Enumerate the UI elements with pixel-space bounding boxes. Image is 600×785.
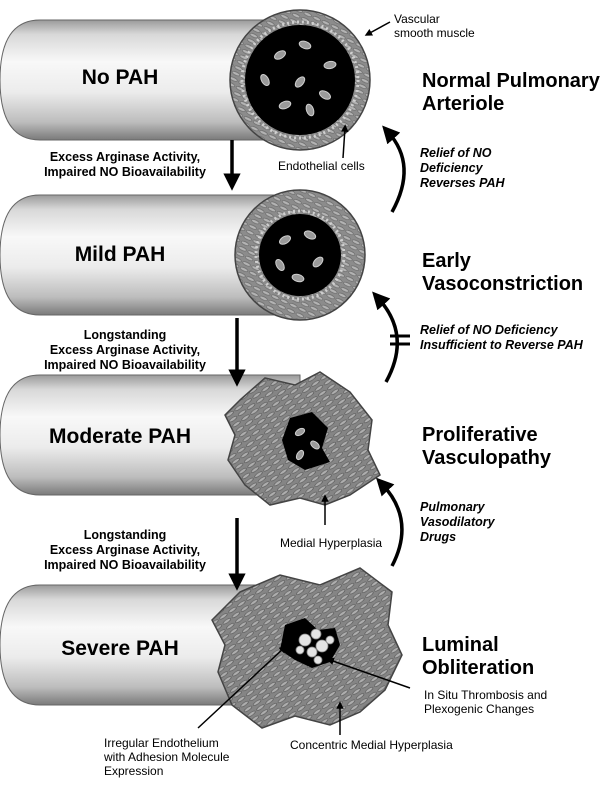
reversal-arrow-3 xyxy=(375,477,404,567)
annotation-irregular-endothelium: Irregular Endothelium with Adhesion Mole… xyxy=(104,736,230,778)
annotation-medial-hyperplasia: Medial Hyperplasia xyxy=(280,536,383,550)
endothelium-ring xyxy=(240,20,360,140)
stage-name-severe-pah: Severe PAH xyxy=(61,637,179,660)
stage-mild-pah xyxy=(0,189,366,321)
reversal-arrow-1 xyxy=(382,125,406,213)
vessel-tube xyxy=(0,374,301,496)
stage-severe-pah xyxy=(0,567,403,729)
stage-moderate-pah xyxy=(0,371,381,506)
reversal-arrow-2 xyxy=(372,291,399,383)
annotation-vascular-smooth-muscle: Vascular smooth muscle xyxy=(394,12,475,40)
reversal-label-2: Relief of NO Deficiency Insufficient to … xyxy=(420,323,583,352)
red-blood-cells xyxy=(294,427,320,461)
reversal-arrows xyxy=(372,125,410,567)
stage-description-normal: Normal Pulmonary Arteriole xyxy=(422,70,600,115)
stage-description-early: Early Vasoconstriction xyxy=(422,250,584,295)
endothelium-ring xyxy=(254,209,346,301)
vessel-tube xyxy=(0,19,301,141)
stage-name-moderate-pah: Moderate PAH xyxy=(49,425,191,448)
progression-arrows xyxy=(223,140,246,591)
annotation-endothelial-cells: Endothelial cells xyxy=(278,159,365,173)
pointer-vascular-smooth-muscle xyxy=(364,21,391,36)
transition-cause-3: Longstanding Excess Arginase Activity, I… xyxy=(44,528,206,572)
pointer-in-situ-thrombosis xyxy=(326,657,411,689)
pointer-irregular-endothelium xyxy=(197,645,287,729)
stage-no-pah xyxy=(0,9,371,151)
stage-name-no-pah: No PAH xyxy=(81,66,159,89)
annotation-in-situ-thrombosis: In Situ Thrombosis and Plexogenic Change… xyxy=(424,688,548,716)
red-blood-cells xyxy=(260,40,337,117)
reversal-label-1: Relief of NO Deficiency Reverses PAH xyxy=(420,146,505,190)
reversal-label-3: Pulmonary Vasodilatory Drugs xyxy=(420,500,495,544)
thrombus xyxy=(295,628,335,665)
pointer-endothelial-cells xyxy=(341,124,349,159)
vessel-tube xyxy=(0,194,301,316)
stage-description-proliferative: Proliferative Vasculopathy xyxy=(422,424,551,469)
annotation-concentric-medial-hyperplasia: Concentric Medial Hyperplasia xyxy=(290,738,453,752)
transition-cause-2: Longstanding Excess Arginase Activity, I… xyxy=(44,328,206,372)
red-blood-cells xyxy=(275,230,324,283)
stage-name-mild-pah: Mild PAH xyxy=(74,243,166,266)
vessel-lumen xyxy=(282,412,330,470)
stage-description-obliteration: Luminal Obliteration xyxy=(422,634,535,679)
vessel-lumen xyxy=(259,214,341,296)
transition-cause-1: Excess Arginase Activity, Impaired NO Bi… xyxy=(44,150,206,179)
pointer-lines xyxy=(197,21,411,735)
